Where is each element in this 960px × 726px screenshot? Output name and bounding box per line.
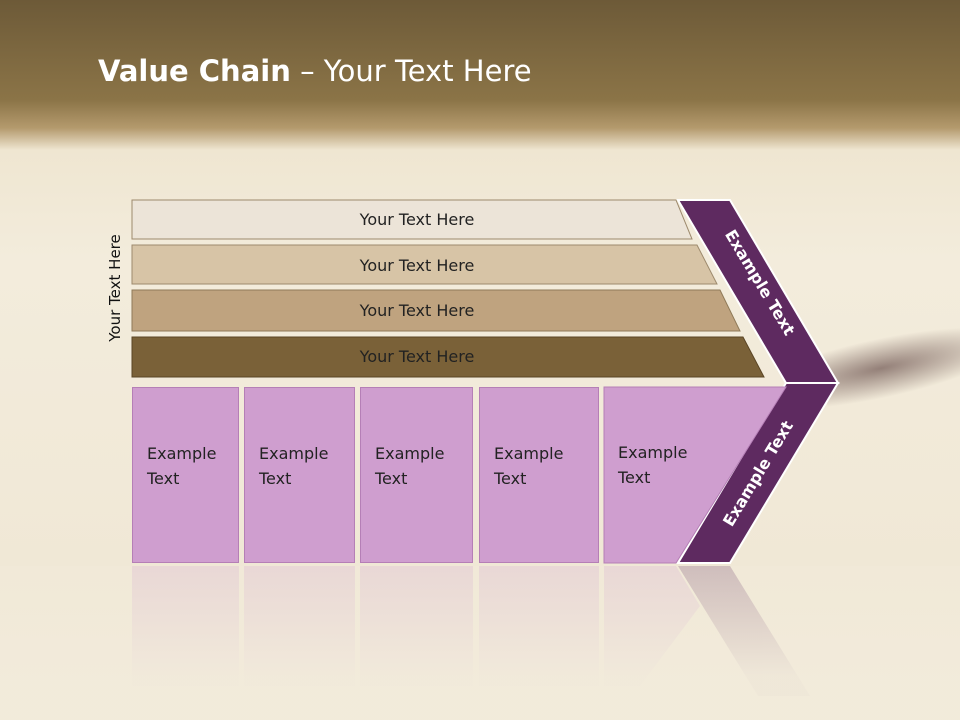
column-1: Example Text: [132, 387, 239, 563]
row-4-label: Your Text Here: [359, 346, 475, 366]
row-bar-2: [131, 244, 718, 285]
column-5: Example Text: [604, 387, 694, 563]
column-2-line2: Text: [259, 469, 292, 488]
column-4-line1: Example: [494, 444, 564, 463]
column-4: Example Text: [479, 387, 599, 563]
column-1-line2: Text: [147, 469, 180, 488]
row-3-label: Your Text Here: [359, 300, 475, 320]
reflection-fade: [0, 566, 960, 720]
row-bar-1: [131, 199, 693, 240]
row-2: Your Text Here: [132, 246, 702, 284]
row-3: Your Text Here: [132, 291, 702, 329]
column-5-line1: Example: [618, 443, 688, 462]
column-3-line2: Text: [375, 469, 408, 488]
row-4: Your Text Here: [132, 337, 702, 375]
title-bold: Value Chain: [98, 54, 291, 88]
row-1: Your Text Here: [132, 200, 702, 238]
column-2: Example Text: [244, 387, 355, 563]
row-1-label: Your Text Here: [359, 209, 475, 229]
row-2-label: Your Text Here: [359, 255, 475, 275]
column-5-line2: Text: [618, 468, 651, 487]
column-1-line1: Example: [147, 444, 217, 463]
column-4-line2: Text: [494, 469, 527, 488]
column-2-line1: Example: [259, 444, 329, 463]
row-bar-3: [131, 289, 741, 332]
title-rest: – Your Text Here: [290, 54, 532, 88]
slide-title: Value Chain – Your Text Here: [98, 54, 532, 88]
row-bar-4: [131, 336, 765, 378]
column-5-tip: [603, 386, 787, 564]
column-3: Example Text: [360, 387, 473, 563]
column-3-line1: Example: [375, 444, 445, 463]
